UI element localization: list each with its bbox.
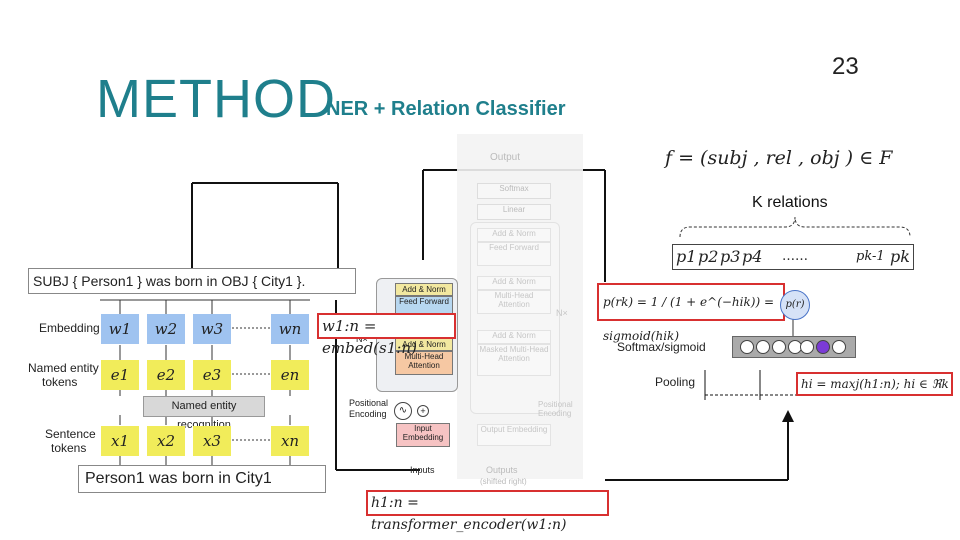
faded-add-norm-2: Add & Norm — [477, 276, 551, 290]
pr-node: p(r) — [780, 290, 810, 320]
k-relations-label: K relations — [752, 194, 828, 211]
ner-box: Named entity recognition — [143, 396, 265, 431]
named-entity-label-2: tokens — [42, 375, 78, 389]
relation-formula: f = (subj , rel , obj ) ∈ F — [665, 147, 893, 169]
en-token: en — [271, 360, 309, 390]
positional-encoding-label-2: Encoding — [349, 409, 387, 419]
relation-cell-p3: p3 — [720, 246, 741, 266]
faded-linear-box: Linear — [477, 204, 551, 220]
e2-token: e2 — [147, 360, 185, 390]
softmax-node — [772, 340, 786, 354]
positional-encoding-icon: ∿ — [394, 402, 412, 420]
xn-token: xn — [271, 426, 309, 456]
w2-token: w2 — [147, 314, 185, 344]
marked-sentence-box: SUBJ { Person1 } was born in OBJ { City1… — [28, 268, 356, 294]
named-entity-label-1: Named entity — [28, 361, 99, 375]
faded-add-norm-3: Add & Norm — [477, 330, 551, 344]
softmax-node-selected — [816, 340, 830, 354]
relation-cell-p1: p1 — [676, 246, 697, 266]
softmax-node — [832, 340, 846, 354]
softmax-node — [740, 340, 754, 354]
encoder-nx-label: N× — [356, 334, 368, 344]
page-number: 23 — [832, 53, 859, 80]
x3-token: x3 — [193, 426, 231, 456]
relation-cell-pk-1: pk-1 — [856, 248, 885, 264]
pooling-formula: hi = maxj(h1:n); hi ∈ ℜk — [796, 372, 953, 396]
softmax-node — [756, 340, 770, 354]
slide-subtitle: NER + Relation Classifier — [326, 98, 566, 120]
faded-add-norm-1: Add & Norm — [477, 228, 551, 242]
e3-token: e3 — [193, 360, 231, 390]
encoder-multi-head-attention: Multi-Head Attention — [395, 351, 453, 375]
faded-masked-attention: Masked Multi-Head Attention — [477, 344, 551, 376]
relation-cell-p2: p2 — [698, 246, 719, 266]
positional-encoding-label-1: Positional — [349, 398, 389, 408]
faded-output-label: Output — [490, 152, 521, 163]
input-embedding-label-2: Embedding — [402, 433, 444, 442]
sentence-tokens-label-2: tokens — [51, 441, 87, 455]
relation-vector — [672, 244, 914, 270]
e1-token: e1 — [101, 360, 139, 390]
embedding-row-label: Embedding — [39, 321, 100, 335]
inputs-label: Inputs — [410, 465, 435, 475]
probability-formula: p(rk) = 1 / (1 + e^(−hik)) = sigmoid(hik… — [597, 283, 785, 343]
faded-nx-label: N× — [556, 308, 568, 318]
w1-token: w1 — [101, 314, 139, 344]
pooling-label: Pooling — [655, 375, 696, 389]
w3-token: w3 — [193, 314, 231, 344]
relation-cell-ellipsis: …… — [782, 248, 808, 264]
embed-formula: w1:n = embed(s1:n) — [317, 313, 456, 357]
sentence-tokens-label-1: Sentence — [45, 427, 96, 441]
slide-title: METHOD — [96, 69, 336, 129]
plain-sentence-box: Person1 was born in City1 — [78, 465, 326, 493]
encoder-feed-forward: Feed Forward — [395, 296, 453, 314]
x1-token: x1 — [101, 426, 139, 456]
faded-multi-head: Multi-Head Attention — [477, 290, 551, 314]
relation-cell-p4: p4 — [742, 246, 763, 266]
softmax-node — [800, 340, 814, 354]
input-embedding-box: Input Embedding — [396, 423, 450, 447]
x2-token: x2 — [147, 426, 185, 456]
faded-shifted-right-label: (shifted right) — [480, 477, 527, 486]
encoder-add-norm-1: Add & Norm — [395, 283, 453, 296]
wn-token: wn — [271, 314, 309, 344]
add-icon: + — [417, 405, 429, 417]
faded-softmax-box: Softmax — [477, 183, 551, 199]
faded-outputs-label: Outputs — [486, 465, 518, 475]
faded-feed-forward: Feed Forward — [477, 242, 551, 266]
relation-cell-pk: pk — [890, 246, 910, 266]
faded-positional-encoding: Positional Encoding — [538, 400, 573, 418]
encoder-formula: h1:n = transformer_encoder(w1:n) — [366, 490, 609, 533]
faded-output-embedding: Output Embedding — [477, 424, 551, 446]
softmax-label: Softmax/sigmoid — [617, 340, 706, 354]
input-embedding-label-1: Input — [414, 424, 432, 433]
